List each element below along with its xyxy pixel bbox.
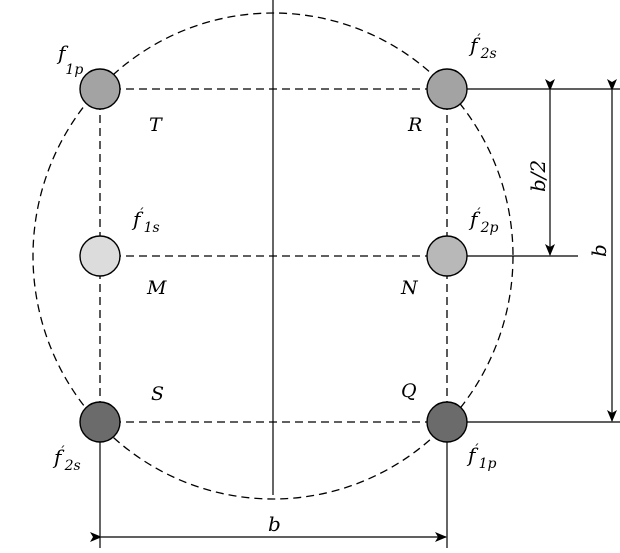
node-bottom-right <box>426 401 468 443</box>
label-bottom-left: f′2s <box>52 444 81 474</box>
node-mid-left <box>79 235 121 277</box>
dimension-label-b-horizontal: b <box>268 512 281 536</box>
point-T: T <box>149 114 163 136</box>
dimension-label-b-vertical: b <box>587 244 611 257</box>
point-N: N <box>400 277 419 299</box>
node-top-right <box>426 68 468 110</box>
label-mid-right: f′2p <box>468 206 499 236</box>
label-bottom-right: f′1p <box>466 442 497 472</box>
node-mid-right <box>426 235 468 277</box>
point-Q: Q <box>401 380 417 402</box>
label-mid-left: f′1s <box>131 206 160 236</box>
point-S: S <box>151 383 164 405</box>
label-top-right: f′2s <box>468 32 497 62</box>
point-M: M <box>146 277 167 299</box>
label-top-left: f1p <box>56 41 83 78</box>
node-top-left <box>79 68 121 110</box>
node-bottom-left <box>79 401 121 443</box>
point-R: R <box>407 114 422 136</box>
dimension-label-half-b: b/2 <box>526 160 550 192</box>
